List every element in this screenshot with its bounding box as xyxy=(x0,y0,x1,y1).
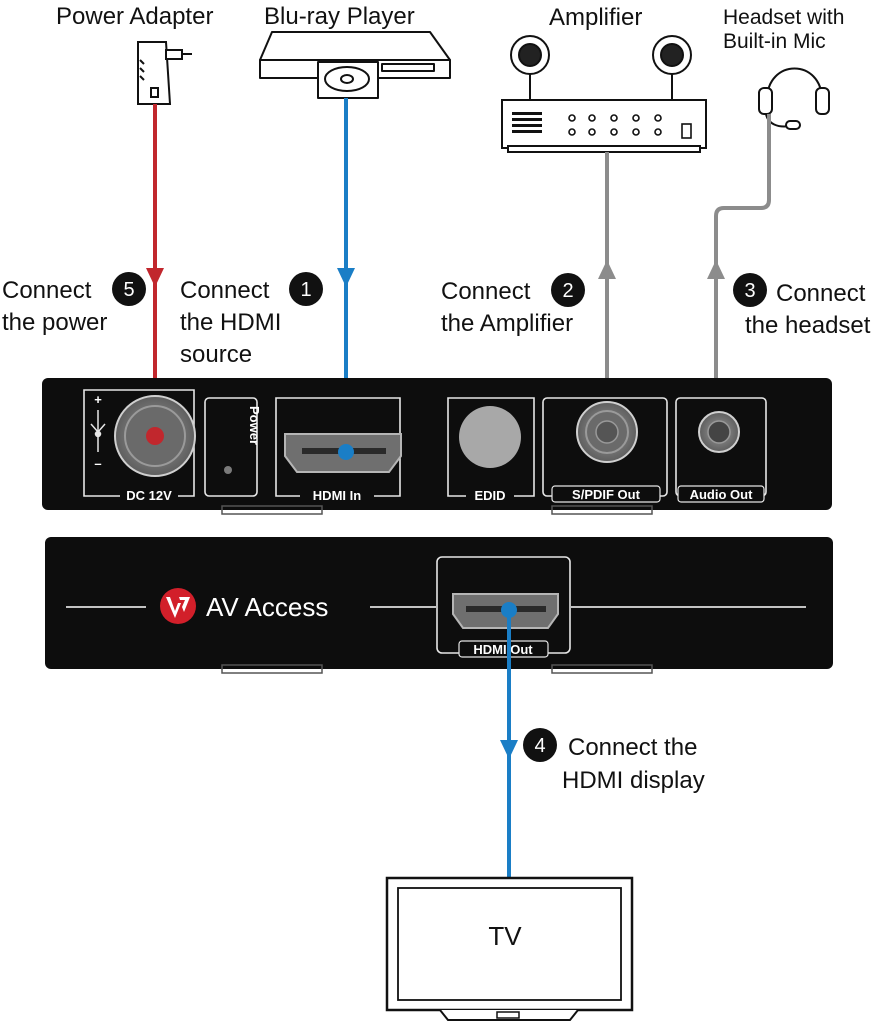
power-label: Power xyxy=(247,406,262,445)
step-3-line2: the headset xyxy=(745,312,871,339)
headset-icon xyxy=(758,67,830,130)
power-adapter-label: Power Adapter xyxy=(56,3,213,30)
step-5-line2: the power xyxy=(2,309,107,336)
amplifier-label: Amplifier xyxy=(549,4,642,31)
front-panel: AV Access HDMI Out xyxy=(45,537,833,674)
spdif-out-port[interactable]: S/PDIF Out xyxy=(542,397,668,503)
power-adapter-icon xyxy=(137,41,192,105)
amplifier-icon xyxy=(501,35,707,153)
step-3: 3 Connect the headset xyxy=(733,273,871,339)
rear-panel: DC 12V + – Power HDMI In xyxy=(42,378,832,515)
step-5-line1: Connect xyxy=(2,277,92,304)
step-2-badge xyxy=(551,273,585,307)
hdmi-display-cable xyxy=(500,610,518,878)
headset-cable xyxy=(707,114,771,430)
step-4-line1: Connect the xyxy=(568,734,697,761)
step-3-line1: Connect xyxy=(776,280,866,307)
polarity-minus: – xyxy=(94,456,101,471)
edid-switch[interactable]: EDID xyxy=(447,397,535,503)
hdmi-in-label: HDMI In xyxy=(313,488,361,503)
bluray-player-label: Blu-ray Player xyxy=(264,3,415,30)
power-led-section: Power xyxy=(204,397,262,497)
tv-label: TV xyxy=(488,921,522,951)
step-4-number: 4 xyxy=(534,735,545,757)
step-4: 4 Connect the HDMI display xyxy=(523,728,705,794)
step-1-line3: source xyxy=(180,341,252,368)
bluray-player-icon xyxy=(259,31,451,99)
brand-logo: AV Access xyxy=(160,588,328,624)
audio-out-port[interactable]: Audio Out xyxy=(675,397,767,503)
step-2: Connect 2 the Amplifier xyxy=(441,273,585,337)
step-3-badge xyxy=(733,273,767,307)
step-1-line1: Connect xyxy=(180,277,270,304)
step-4-line2: HDMI display xyxy=(562,767,705,794)
step-5-number: 5 xyxy=(123,279,134,301)
step-5: Connect 5 the power xyxy=(2,272,146,336)
audio-out-label: Audio Out xyxy=(690,487,753,502)
step-4-badge xyxy=(523,728,557,762)
edid-label: EDID xyxy=(474,488,505,503)
step-2-line2: the Amplifier xyxy=(441,310,573,337)
hdmi-out-port[interactable]: HDMI Out xyxy=(436,556,571,658)
headset-label-line2: Built-in Mic xyxy=(723,30,826,53)
hdmi-out-label: HDMI Out xyxy=(473,642,533,657)
polarity-plus: + xyxy=(94,392,102,407)
hdmi-in-port[interactable]: HDMI In xyxy=(275,397,402,503)
step-1-line2: the HDMI xyxy=(180,309,281,336)
step-1: Connect 1 the HDMI source xyxy=(180,272,323,368)
step-2-line1: Connect xyxy=(441,278,531,305)
tv-icon: TV xyxy=(385,876,634,1021)
dc-power-port[interactable]: DC 12V + – xyxy=(83,389,196,503)
step-2-number: 2 xyxy=(562,280,573,302)
step-1-badge xyxy=(289,272,323,306)
dc-12v-label: DC 12V xyxy=(126,488,172,503)
headset-label-line1: Headset with xyxy=(723,6,844,29)
brand-name: AV Access xyxy=(206,592,328,622)
step-1-number: 1 xyxy=(300,279,311,301)
spdif-out-label: S/PDIF Out xyxy=(572,487,641,502)
polarity-icon xyxy=(90,410,106,452)
step-5-badge xyxy=(112,272,146,306)
step-3-number: 3 xyxy=(744,280,755,302)
